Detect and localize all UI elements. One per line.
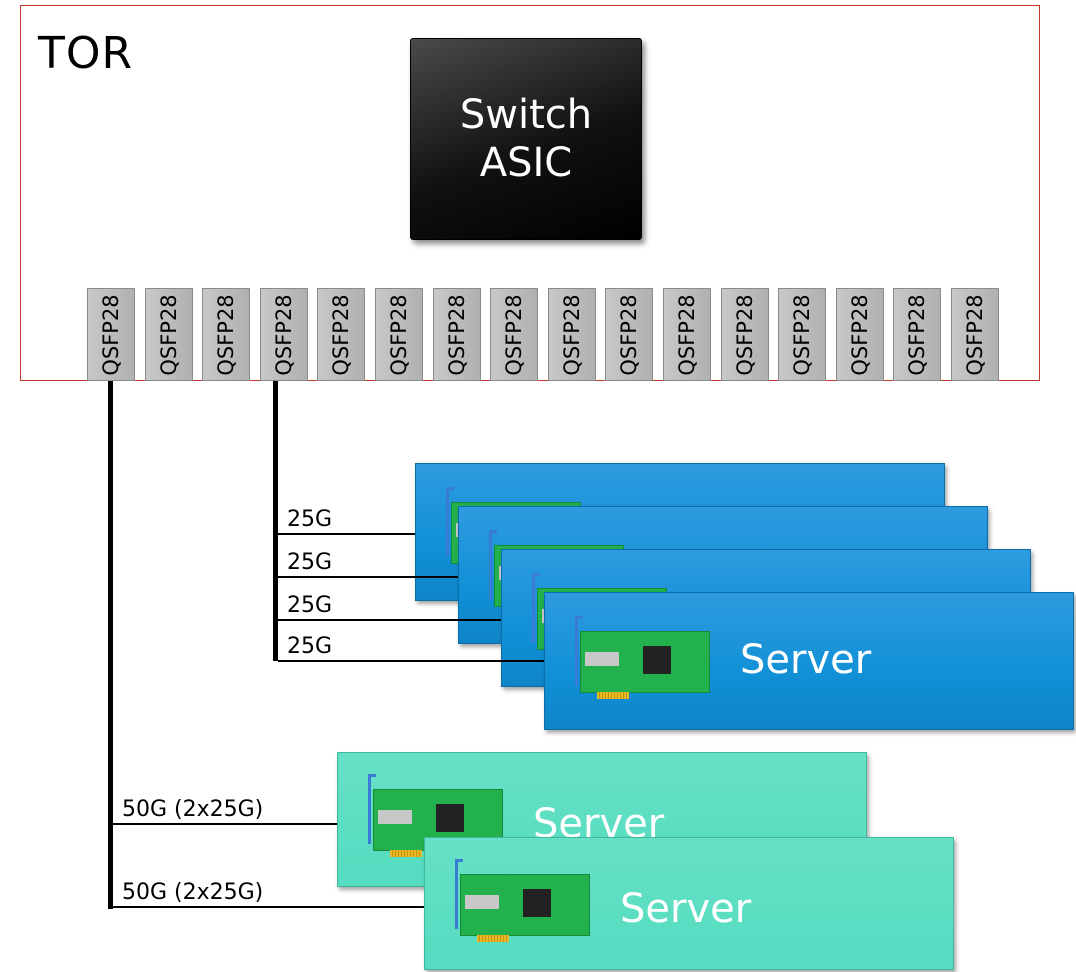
port-label: QSFP28 (329, 293, 353, 376)
switch-asic-label: Switch ASIC (459, 92, 593, 186)
qsfp28-port: QSFP28 (605, 288, 653, 381)
switch-asic: Switch ASIC (410, 38, 642, 240)
port-label: QSFP28 (733, 293, 757, 376)
port-label: QSFP28 (214, 293, 238, 376)
port-label: QSFP28 (560, 293, 584, 376)
qsfp28-port: QSFP28 (721, 288, 769, 381)
port-label: QSFP28 (157, 293, 181, 376)
cable-port-4 (273, 381, 278, 661)
port-label: QSFP28 (790, 293, 814, 376)
qsfp28-port: QSFP28 (836, 288, 884, 381)
qsfp28-port: QSFP28 (548, 288, 596, 381)
qsfp28-port: QSFP28 (663, 288, 711, 381)
link-label-50g: 50G (2x25G) (122, 797, 264, 822)
qsfp28-port: QSFP28 (490, 288, 538, 381)
qsfp28-port: QSFP28 (951, 288, 999, 381)
qsfp28-port: QSFP28 (202, 288, 250, 381)
link-label-25g: 25G (287, 507, 333, 532)
tor-label: TOR (38, 28, 134, 79)
server-label: Server (740, 637, 872, 683)
port-label: QSFP28 (502, 293, 526, 376)
port-label: QSFP28 (963, 293, 987, 376)
qsfp28-port: QSFP28 (145, 288, 193, 381)
link-line (278, 619, 501, 621)
port-label: QSFP28 (848, 293, 872, 376)
port-label: QSFP28 (617, 293, 641, 376)
link-line (113, 823, 337, 825)
qsfp28-port: QSFP28 (778, 288, 826, 381)
link-line (113, 906, 424, 908)
link-label-25g: 25G (287, 593, 333, 618)
link-line (278, 660, 544, 662)
link-label-25g: 25G (287, 634, 333, 659)
port-label: QSFP28 (675, 293, 699, 376)
qsfp28-port: QSFP28 (433, 288, 481, 381)
qsfp28-port: QSFP28 (260, 288, 308, 381)
port-label: QSFP28 (445, 293, 469, 376)
teal-server-2: Server (424, 837, 954, 970)
qsfp28-port: QSFP28 (87, 288, 135, 381)
link-line (278, 576, 458, 578)
nic-card (575, 616, 710, 699)
qsfp28-port: QSFP28 (317, 288, 365, 381)
link-label-25g: 25G (287, 550, 333, 575)
port-label: QSFP28 (272, 293, 296, 376)
qsfp28-port: QSFP28 (375, 288, 423, 381)
link-label-50g: 50G (2x25G) (122, 880, 264, 905)
port-label: QSFP28 (905, 293, 929, 376)
port-label: QSFP28 (99, 293, 123, 376)
server-label: Server (620, 886, 752, 932)
qsfp28-port: QSFP28 (893, 288, 941, 381)
cable-port-1 (108, 381, 113, 909)
blue-server-4: Server (544, 592, 1074, 730)
port-label: QSFP28 (387, 293, 411, 376)
link-line (278, 533, 415, 535)
nic-card (455, 859, 590, 942)
